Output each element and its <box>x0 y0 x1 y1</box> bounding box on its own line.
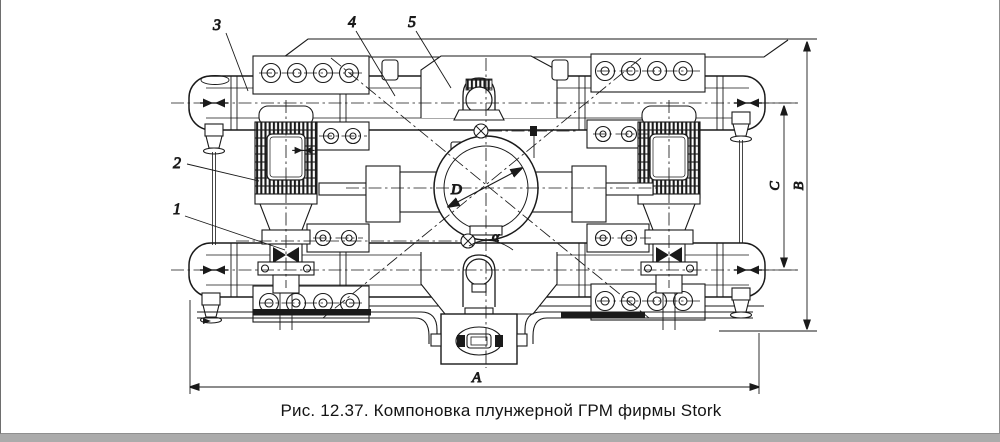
manifold-block <box>430 307 528 365</box>
piping <box>197 307 753 365</box>
leader-4 <box>355 30 396 97</box>
part-label-4: 4 <box>348 14 356 31</box>
dim-a-label: A <box>471 370 482 386</box>
part-label-5: 5 <box>408 14 416 31</box>
dim-b-label: B <box>792 181 807 190</box>
dimension-c: C <box>753 102 798 271</box>
diameter-callout: D <box>448 168 522 207</box>
flange-plates <box>252 53 706 323</box>
diameter-label: D <box>450 182 462 198</box>
center-prism-bottom <box>420 252 558 315</box>
part-labels: 3 4 5 2 1 <box>173 14 452 251</box>
part-label-3: 3 <box>212 17 221 34</box>
leader-5 <box>415 30 452 89</box>
tie-rods <box>199 111 753 324</box>
leader-3 <box>225 32 249 92</box>
dim-c-label: C <box>768 181 783 191</box>
center-prism-top <box>381 55 569 121</box>
centerlines <box>171 57 801 368</box>
angle-label: α <box>492 230 500 245</box>
dimension-b: B <box>719 42 817 332</box>
part-label-1: 1 <box>173 201 181 218</box>
leader-1 <box>184 215 286 251</box>
figure-caption: Рис. 12.37. Компоновка плунжерной ГРМ фи… <box>280 401 722 420</box>
angle-callout: α <box>468 229 514 251</box>
dimension-a: A <box>190 300 759 394</box>
part-label-2: 2 <box>173 155 181 172</box>
leader-2 <box>186 163 260 182</box>
